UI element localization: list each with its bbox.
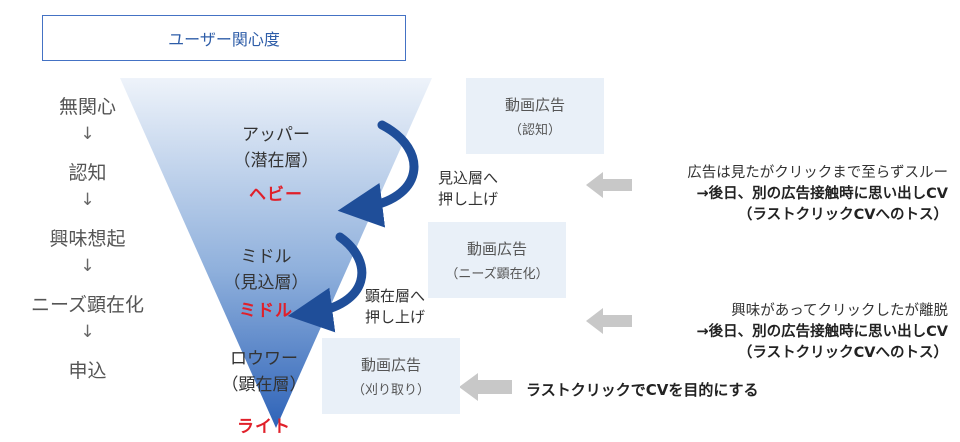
ad-box-awareness: 動画広告 （認知） (466, 78, 604, 154)
down-arrow-icon: ↓ (80, 124, 95, 144)
note-middle-line3: （ラストクリックCVへのトス） (737, 345, 948, 361)
stage-awareness: 認知 (68, 162, 107, 184)
funnel-triangle (120, 78, 432, 428)
stage-needs: ニーズ顕在化 (30, 294, 145, 316)
push-arrow-middle-icon (287, 232, 367, 333)
layer-lower: ロウワー （顕在層） (204, 346, 324, 398)
stage-indifferent: 無関心 (58, 96, 116, 118)
ad-box-harvest: 動画広告 （刈り取り） (322, 338, 460, 414)
push-middle-line1: 顕在層へ (365, 287, 426, 305)
ad-needs-sub: （ニーズ顕在化） (445, 267, 549, 282)
layer-upper: アッパー （潜在層） (206, 122, 346, 174)
tag-heavy: ヘビー (249, 185, 303, 205)
user-interest-header: ユーザー関心度 (42, 15, 406, 61)
layer-middle: ミドル （見込層） (206, 244, 326, 296)
layer-lower-name: ロウワー (230, 349, 298, 369)
ad-awareness-title: 動画広告 (504, 96, 565, 114)
ad-harvest-sub: （刈り取り） (351, 383, 430, 398)
layer-upper-desc: （潜在層） (233, 151, 319, 171)
note-last-click: ラストクリックでCVを目的にする (526, 381, 759, 399)
down-arrow-icon: ↓ (80, 322, 95, 342)
ad-harvest-title: 動画広告 (360, 356, 421, 374)
note-upper: 広告は見たがクリックまで至らずスルー →後日、別の広告接触時に思い出しCV （ラ… (618, 163, 948, 226)
note-upper-line1: 広告は見たがクリックまで至らずスルー (687, 165, 948, 181)
down-arrow-icon: ↓ (80, 256, 95, 276)
layer-upper-name: アッパー (242, 125, 310, 145)
gray-arrow-icon-3 (459, 373, 512, 401)
tag-middle: ミドル (239, 301, 293, 321)
ad-needs-title: 動画広告 (466, 240, 527, 258)
push-middle-line2: 押し上げ (365, 308, 426, 326)
note-upper-line3: （ラストクリックCVへのトス） (737, 207, 948, 223)
ad-box-needs: 動画広告 （ニーズ顕在化） (428, 222, 566, 298)
layer-middle-desc: （見込層） (223, 273, 309, 293)
tag-light: ライト (237, 417, 291, 437)
push-label-upper: 見込層へ 押し上げ (438, 168, 498, 210)
note-middle-line2: →後日、別の広告接触時に思い出しCV (696, 324, 948, 340)
push-upper-line1: 見込層へ (438, 169, 499, 187)
gray-arrow-icon-1 (586, 172, 632, 198)
push-label-middle: 顕在層へ 押し上げ (365, 286, 425, 328)
down-arrow-icon: ↓ (80, 190, 95, 210)
push-upper-line2: 押し上げ (438, 190, 499, 208)
note-middle-line1: 興味があってクリックしたが離脱 (731, 303, 948, 319)
stage-apply: 申込 (68, 360, 107, 382)
note-upper-line2: →後日、別の広告接触時に思い出しCV (696, 186, 948, 202)
ad-awareness-sub: （認知） (508, 123, 561, 138)
stage-interest: 興味想起 (49, 228, 126, 250)
gray-arrow-icon-2 (586, 308, 632, 334)
push-arrow-upper-icon (337, 120, 419, 228)
layer-middle-name: ミドル (240, 247, 292, 267)
layer-lower-desc: （顕在層） (221, 375, 307, 395)
header-title: ユーザー関心度 (168, 30, 280, 49)
note-middle: 興味があってクリックしたが離脱 →後日、別の広告接触時に思い出しCV （ラストク… (618, 301, 948, 364)
